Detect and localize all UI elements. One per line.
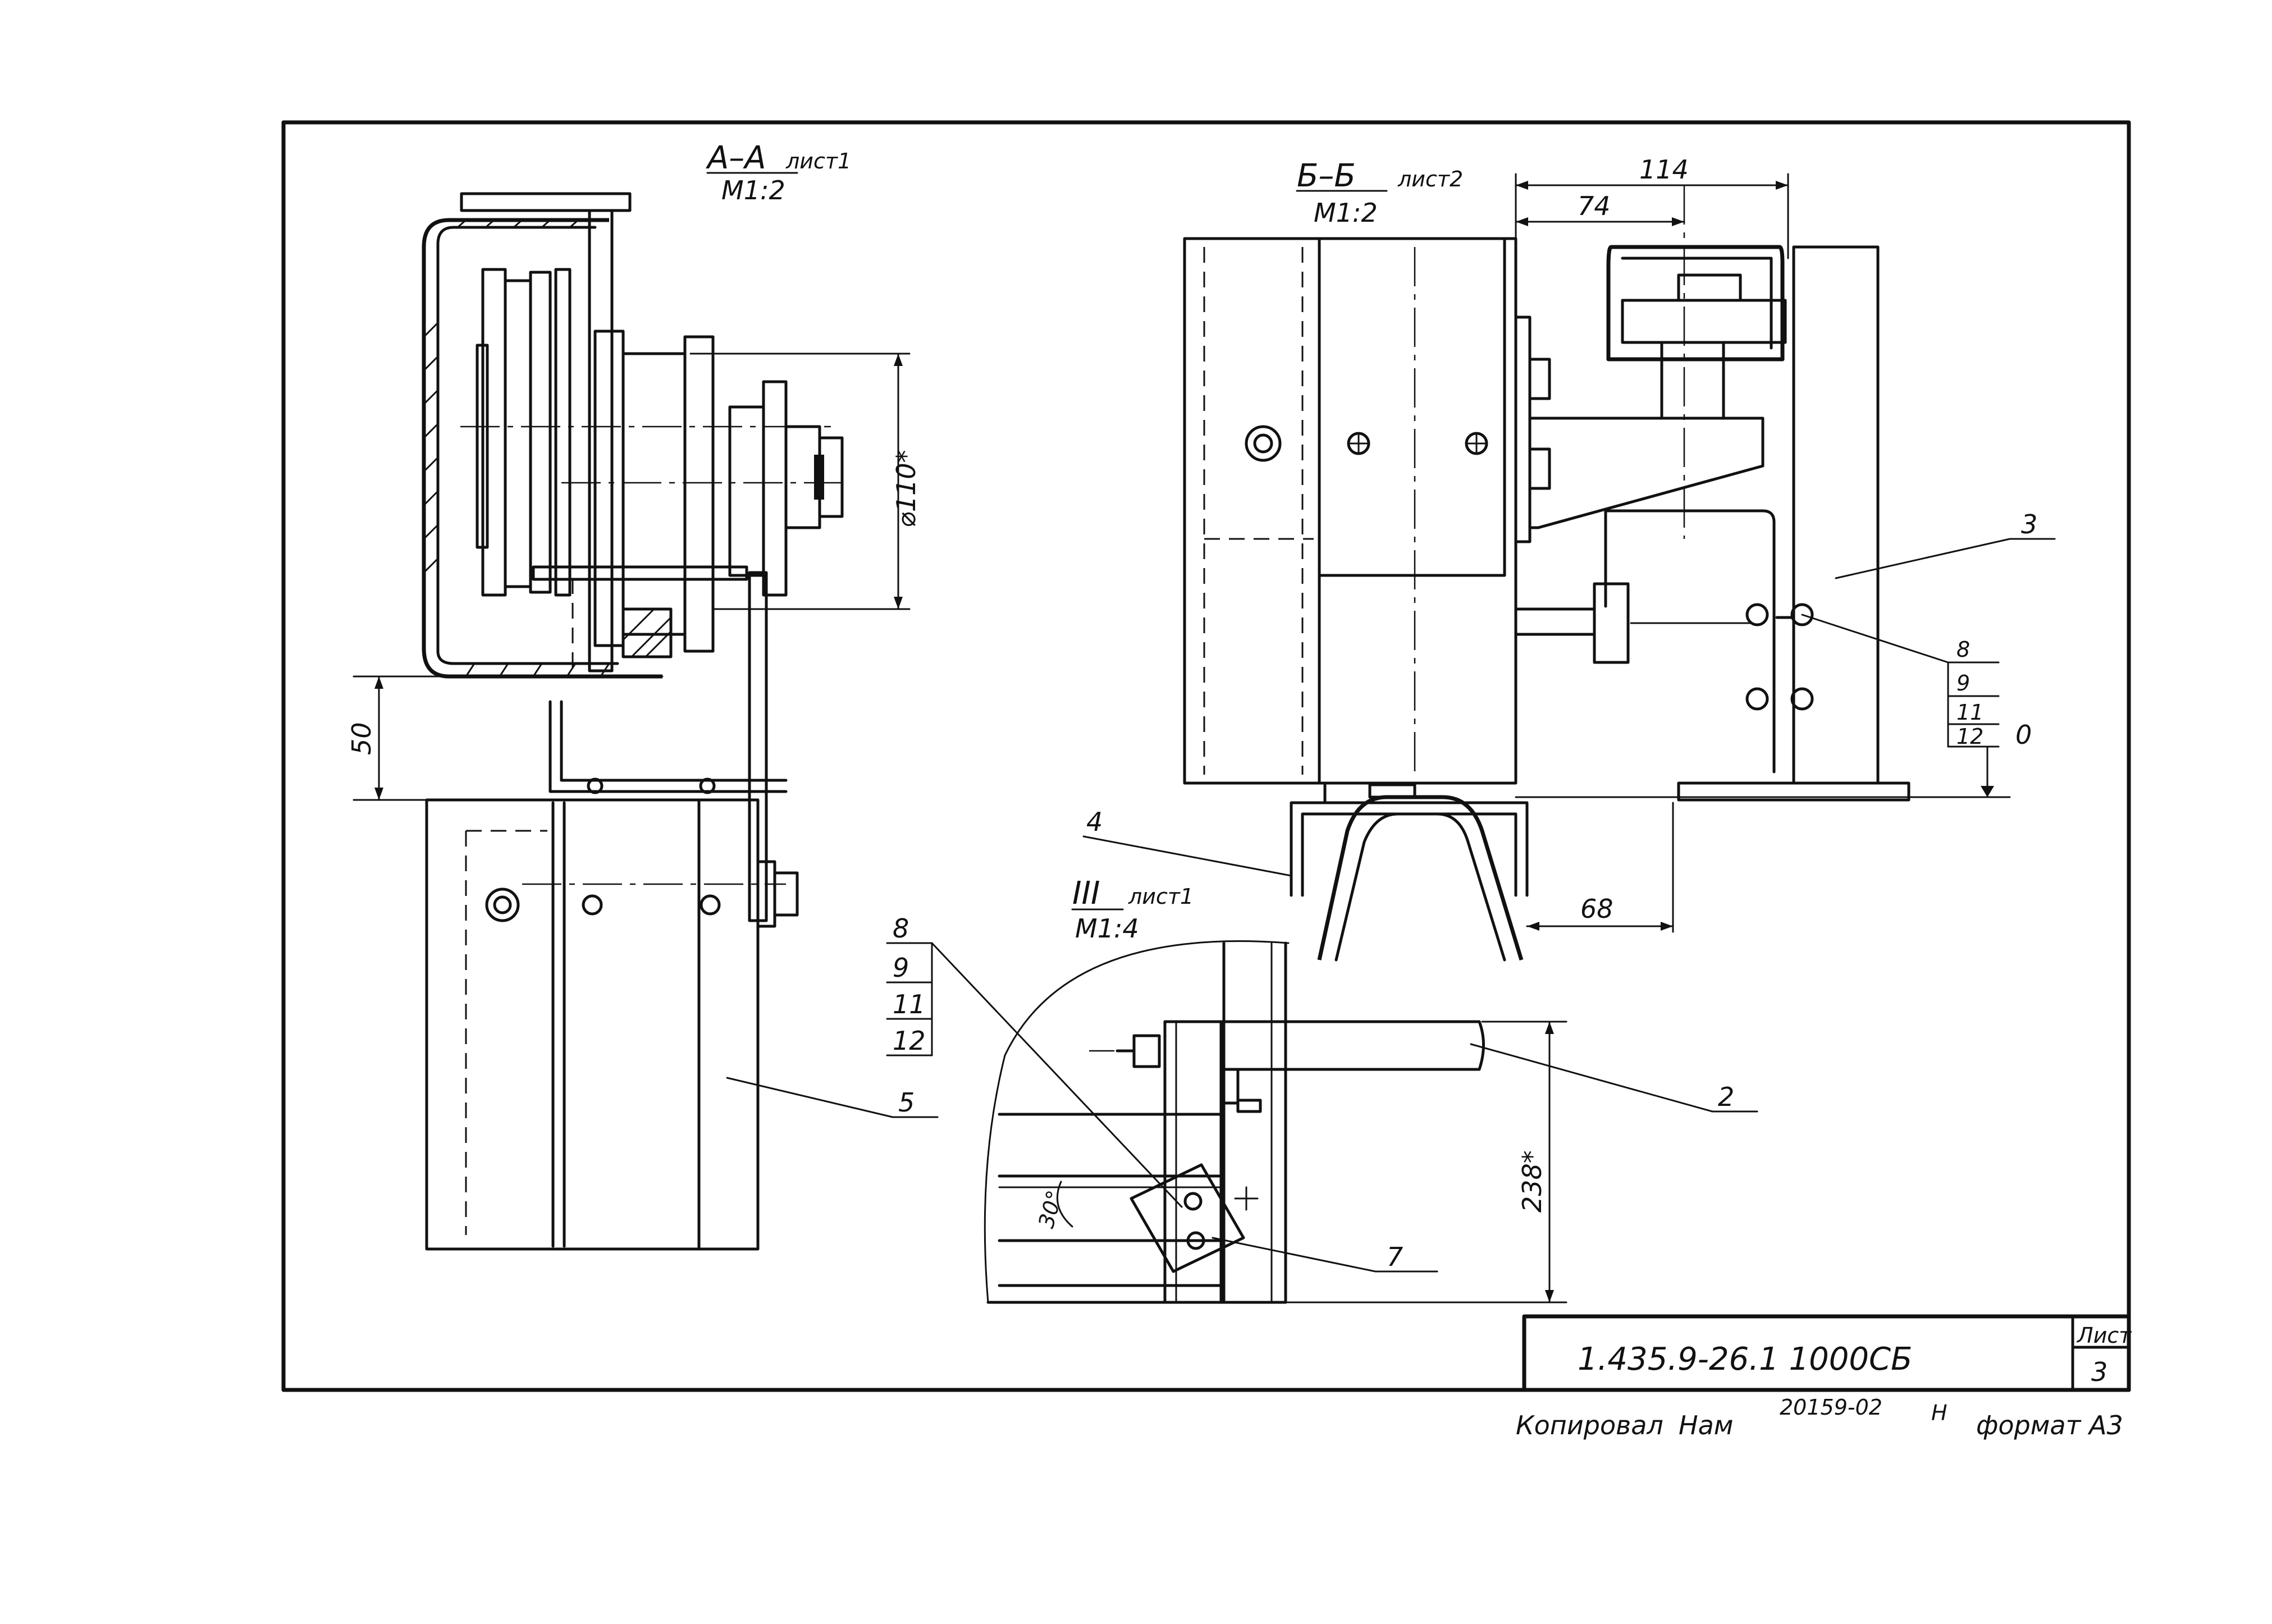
dim-diameter-110: ⌀110* (891, 450, 921, 528)
section-bb-title: Б–Б (1297, 158, 1356, 194)
dim-238: 238* (1517, 1150, 1547, 1213)
callout-4: 4 (1086, 807, 1103, 837)
callout-stack-left-item: 8 (893, 913, 909, 944)
sheet-label: Лист (2076, 1323, 2132, 1348)
callout-stack-right-item: 9 (1956, 671, 1970, 696)
section-aa-title: А–А (706, 140, 766, 176)
dim-68: 68 (1580, 894, 1613, 924)
footer-signature: Нам (1679, 1410, 1733, 1440)
drawing-frame (281, 120, 2131, 1392)
callout-stack-left-item: 9 (893, 953, 909, 983)
sheet-number: 3 (2091, 1357, 2108, 1387)
section-aa-scale: М1:2 (721, 175, 785, 205)
callout-stack-left-item: 11 (893, 989, 926, 1019)
callout-stack-right-item: 12 (1956, 724, 1983, 749)
callout-stack-left-item: 12 (893, 1026, 926, 1056)
callout-3: 3 (2021, 509, 2037, 539)
callout-5: 5 (898, 1087, 915, 1118)
detail-iii-sheet: лист1 (1128, 884, 1194, 909)
footer-mark: Н (1931, 1401, 1948, 1425)
dim-angle-30: 30° (1034, 1188, 1067, 1230)
detail-iii-scale: М1:4 (1075, 913, 1139, 944)
level-zero-mark: 0 (2015, 720, 2032, 750)
section-bb-sheet: лист2 (1397, 167, 1463, 191)
section-aa-sheet: лист1 (785, 149, 851, 173)
callout-stack-right-item: 8 (1956, 637, 1970, 662)
callout-2: 2 (1718, 1082, 1734, 1112)
callout-7: 7 (1387, 1242, 1403, 1272)
dim-50: 50 (346, 722, 377, 755)
dim-114: 114 (1639, 154, 1689, 185)
title-block (1522, 1314, 2131, 1392)
detail-iii-view (984, 940, 1758, 1304)
dim-74: 74 (1578, 191, 1611, 221)
detail-iii-title: III (1072, 875, 1100, 912)
section-bb-view (1082, 173, 2056, 962)
footer-format: формат А3 (1976, 1410, 2123, 1440)
footer-order: 20159-02 (1780, 1395, 1882, 1420)
callout-stack-right-item: 11 (1956, 700, 1983, 725)
section-aa-view (353, 192, 1183, 1251)
section-bb-scale: М1:2 (1314, 198, 1378, 228)
drawing-code: 1.435.9-26.1 1000СБ (1578, 1341, 1912, 1378)
footer-copied: Копировал (1516, 1410, 1663, 1440)
